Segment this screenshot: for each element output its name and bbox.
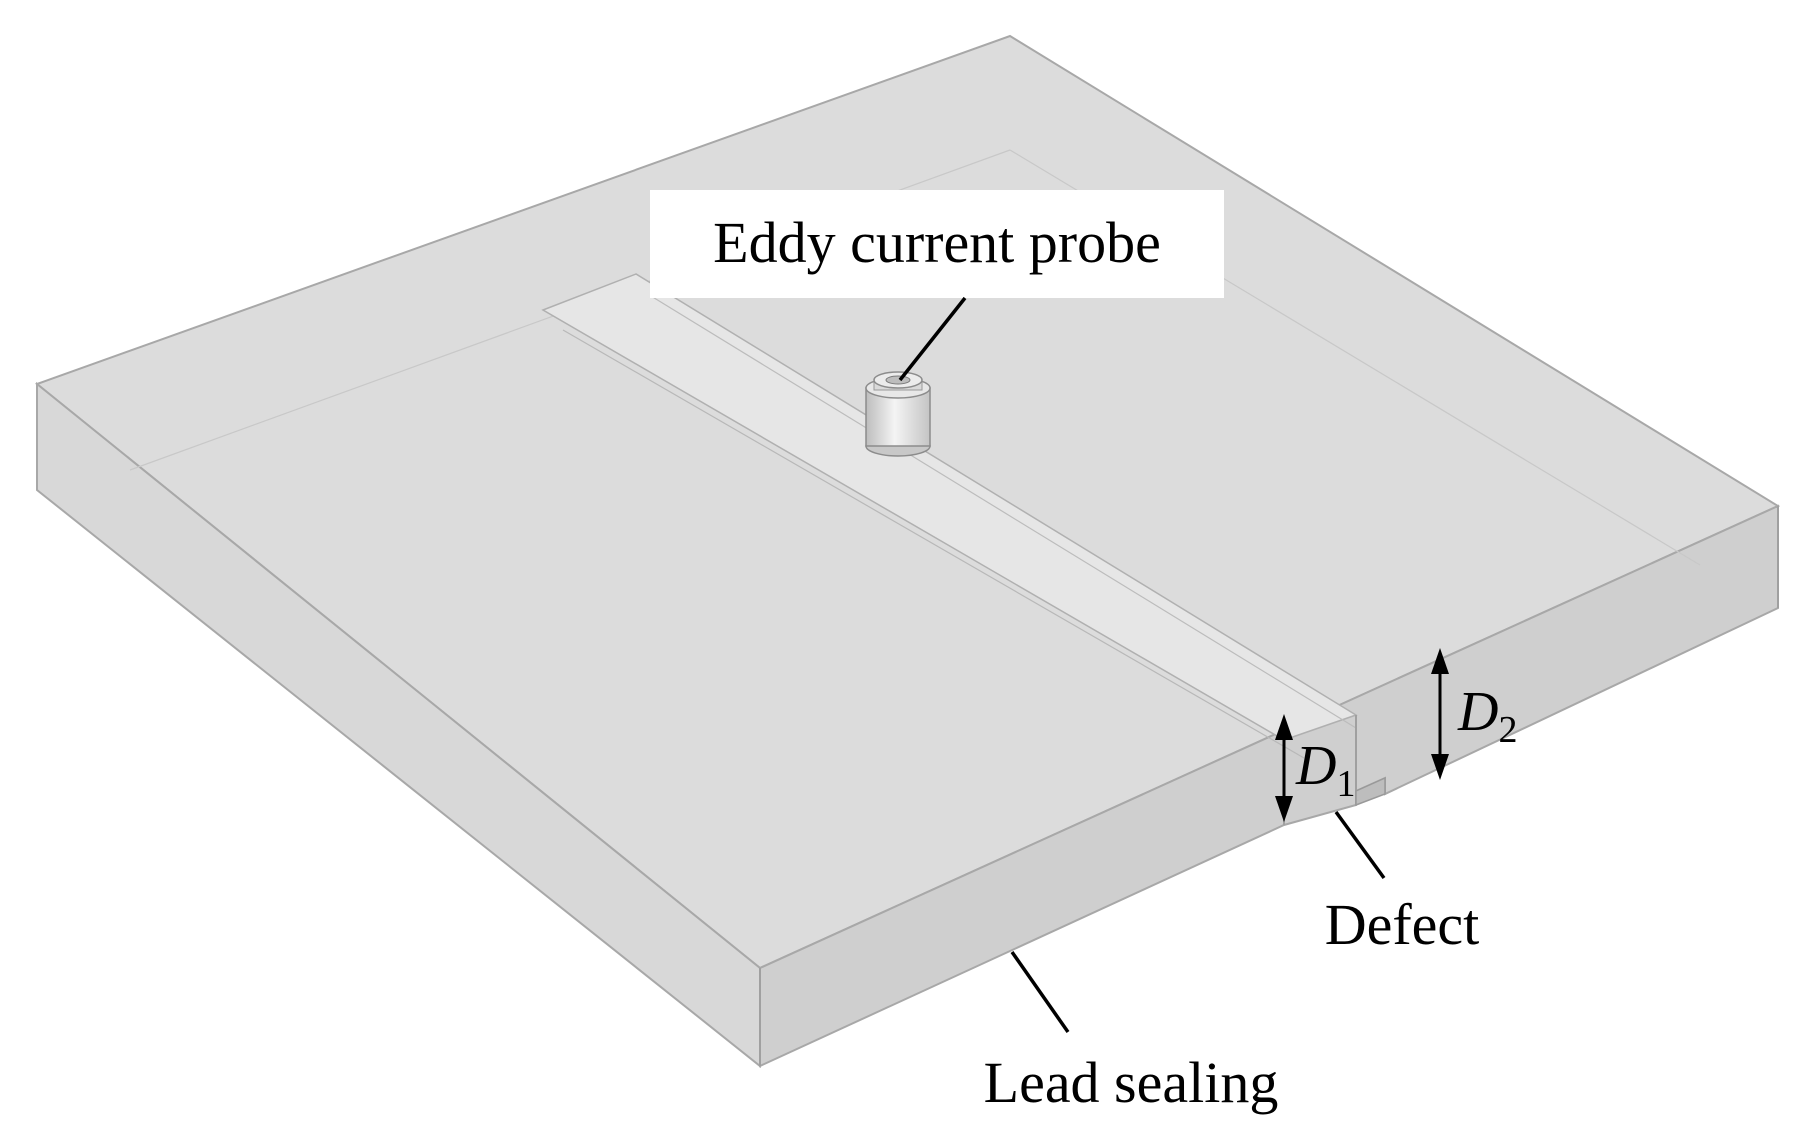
d2-arrow-bottom: [1431, 754, 1449, 780]
lead-sealing-label: Lead sealing: [984, 1050, 1279, 1115]
d1-subscript: 1: [1336, 763, 1355, 805]
lead-sealing-leader-line: [1010, 950, 1070, 1034]
d1-symbol: D: [1295, 735, 1336, 797]
probe-label-group: Eddy current probe: [650, 190, 1224, 382]
groove-edge-right: [650, 295, 1357, 729]
dimension-d2: D2: [1431, 648, 1517, 780]
defect-label-group: Defect: [1325, 810, 1480, 957]
defect-leader-line: [1334, 810, 1386, 880]
d1-arrow-top: [1275, 714, 1293, 740]
defect-notch: [1355, 776, 1386, 807]
d1-label: D1: [1295, 735, 1355, 805]
d2-arrow-top: [1431, 648, 1449, 674]
d2-label: D2: [1457, 681, 1517, 751]
d1-arrow-bottom: [1275, 796, 1293, 822]
groove-edge-left: [562, 329, 1305, 759]
eddy-current-probe: [865, 371, 931, 457]
dimension-d1: D1: [1275, 714, 1355, 822]
probe-label: Eddy current probe: [713, 210, 1161, 275]
probe-leader-line: [898, 296, 967, 382]
lead-sealing-label-group: Lead sealing: [984, 950, 1279, 1115]
d2-subscript: 2: [1498, 709, 1517, 751]
defect-label: Defect: [1325, 892, 1480, 957]
probe-label-box: [650, 190, 1224, 298]
groove-seam: [541, 273, 1386, 825]
d2-symbol: D: [1457, 681, 1498, 743]
